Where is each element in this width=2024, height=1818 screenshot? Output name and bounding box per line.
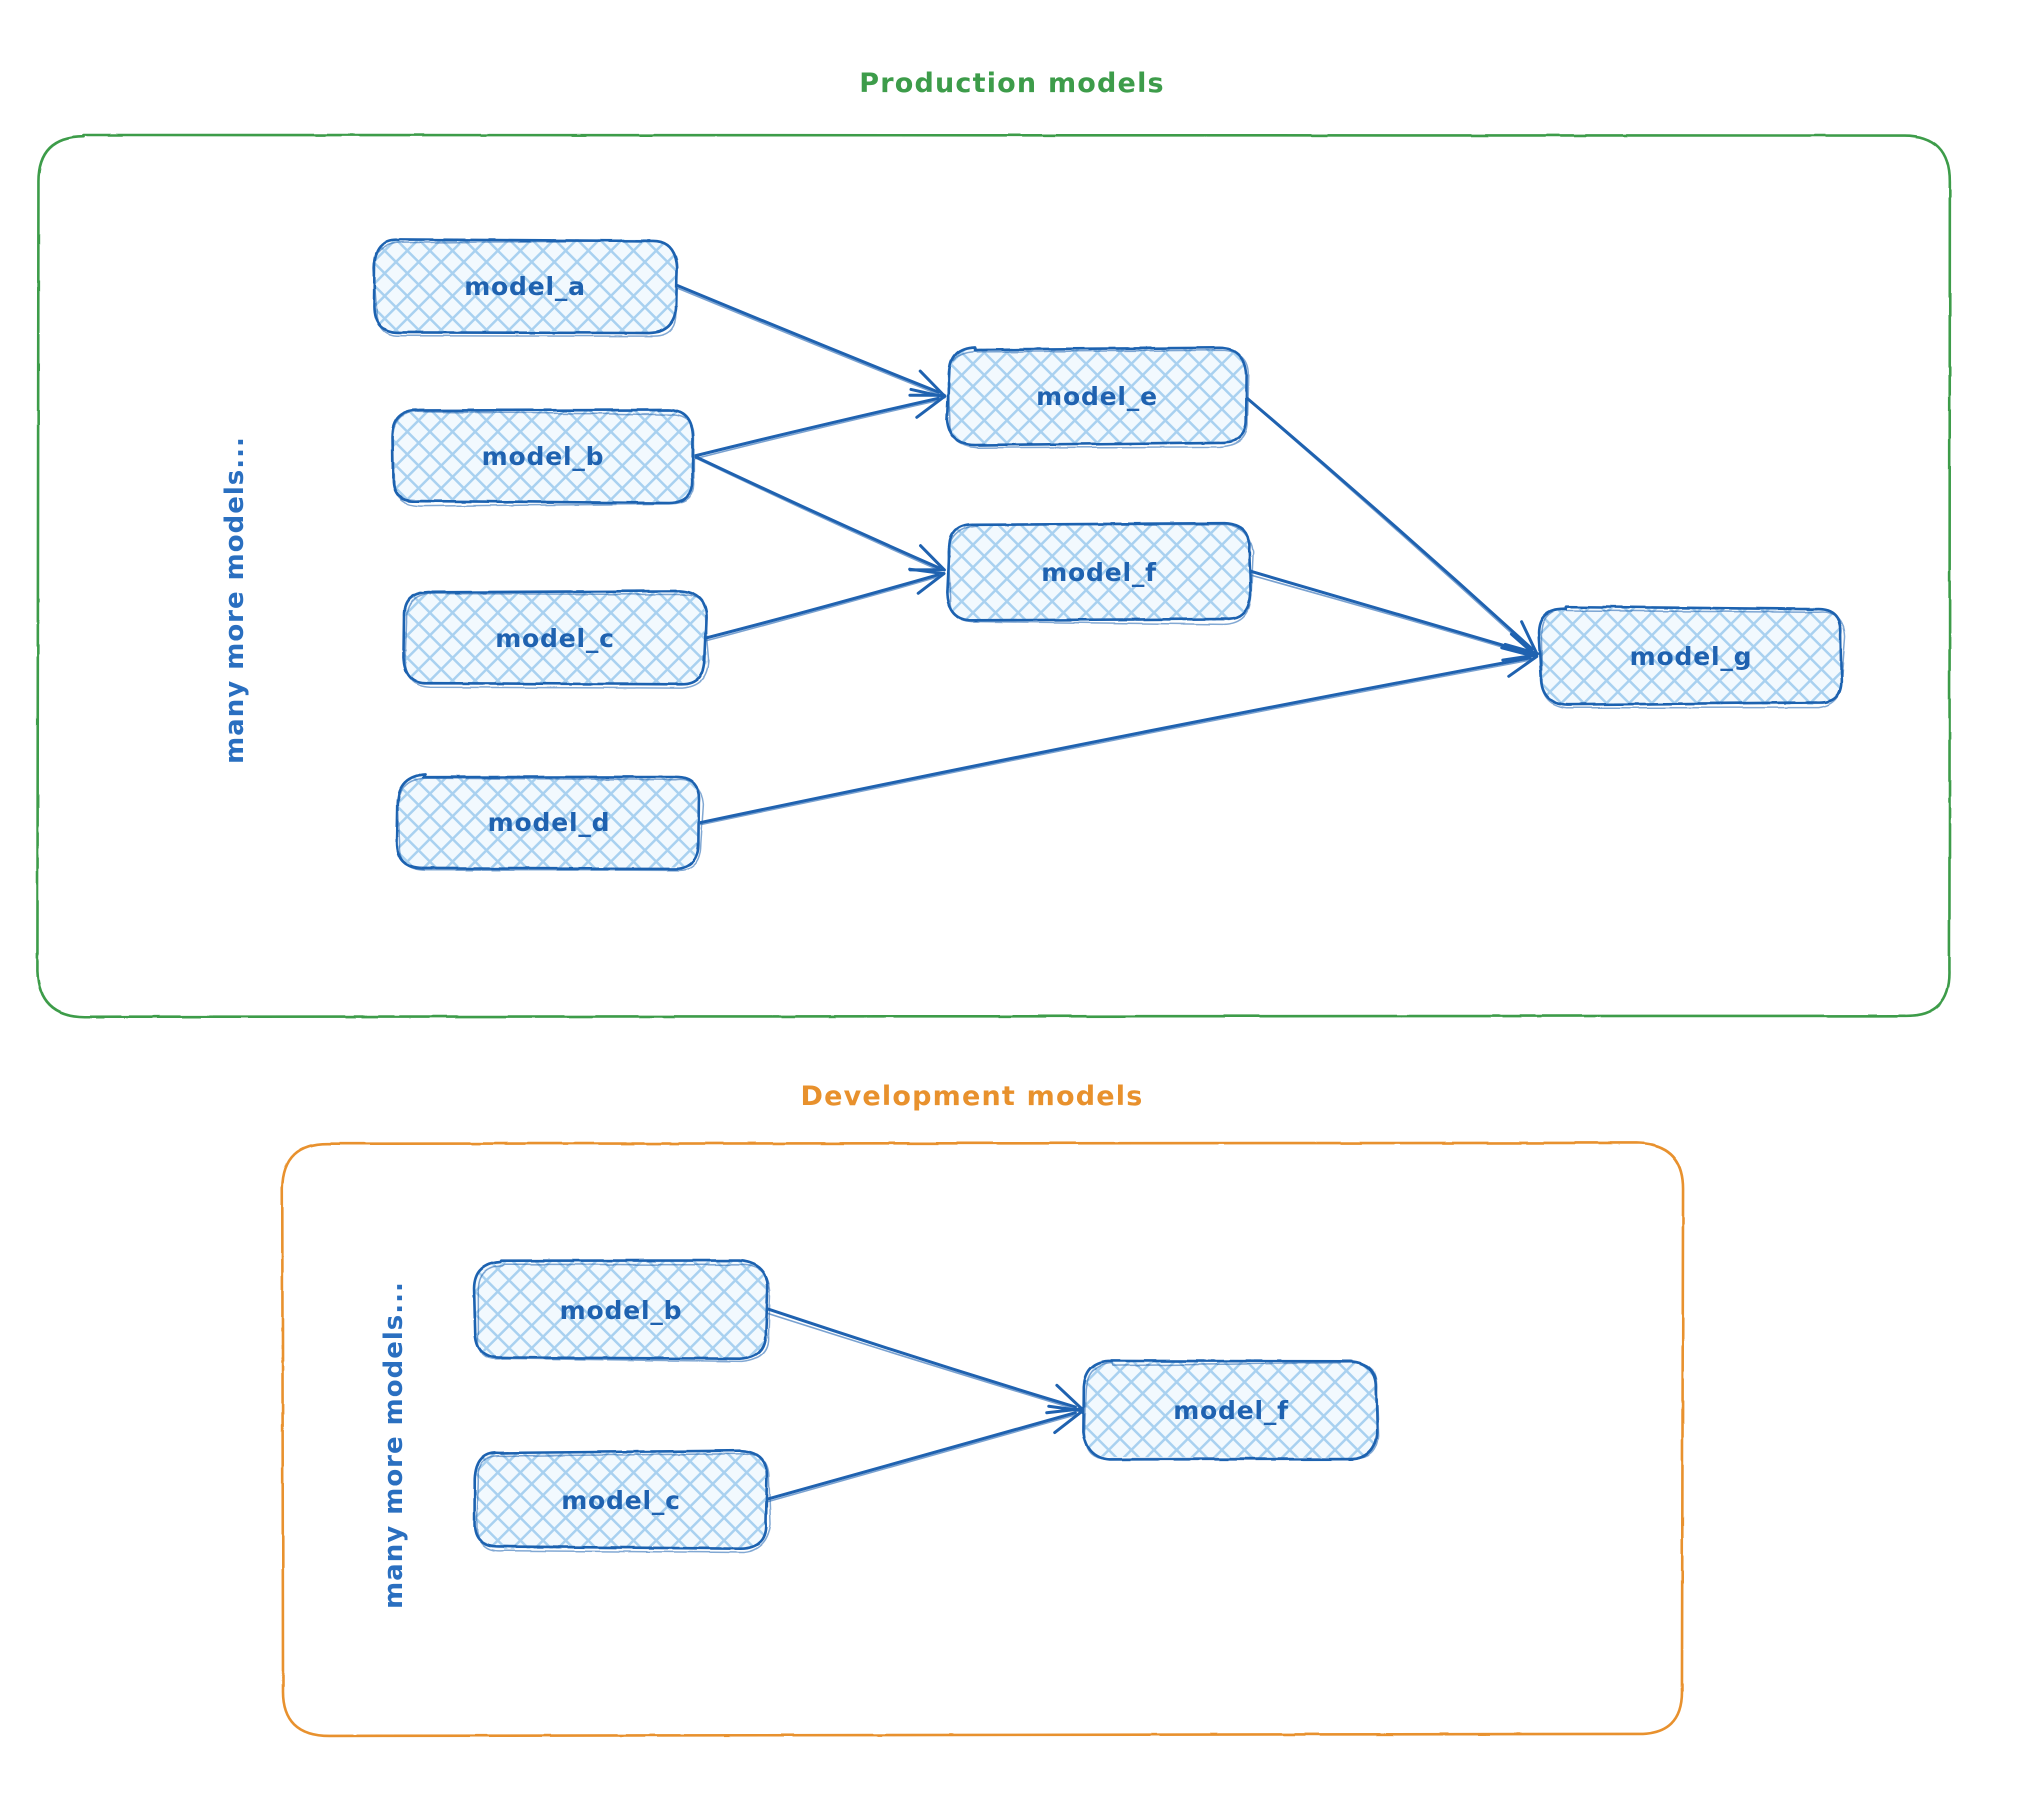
edge-line — [766, 1413, 1077, 1503]
group-container-production — [36, 133, 1952, 1019]
edge-model_e-to-model_g — [1243, 395, 1540, 656]
node-border-sketch — [404, 591, 710, 689]
side-label-production: many more models... — [220, 436, 250, 764]
node-border-sketch — [477, 1263, 771, 1363]
node-label: model_a — [464, 272, 586, 301]
node-label: model_f — [1173, 1396, 1289, 1425]
node-label: model_c — [495, 624, 615, 653]
edge-model_d-to-model_g — [698, 646, 1539, 826]
edge-model_b-to-model_e — [692, 387, 947, 460]
group-title-production: Production models — [859, 68, 1165, 99]
side-label-development: many more models... — [379, 1281, 409, 1609]
arrowhead-stroke — [1053, 1410, 1084, 1435]
arrowhead-stroke — [919, 544, 946, 572]
node-model_a-production[interactable]: model_a — [372, 238, 679, 337]
node-fill — [475, 1452, 767, 1549]
node-model_d-production[interactable]: model_d — [395, 773, 705, 872]
arrowhead-stroke — [1520, 620, 1539, 656]
node-border-sketch — [397, 777, 705, 872]
node-border-sketch — [392, 410, 695, 507]
node-border — [473, 1449, 769, 1550]
edge-model_c-to-model_f — [703, 567, 946, 642]
edge-line — [692, 396, 940, 458]
edge-line — [699, 659, 1532, 826]
edge-line — [675, 286, 939, 395]
node-model_b-development[interactable]: model_b — [472, 1259, 771, 1363]
edge-line — [674, 283, 941, 394]
arrowhead-stroke — [1509, 632, 1538, 657]
edge-line — [1247, 569, 1532, 655]
edges — [674, 283, 1540, 1503]
node-border — [945, 345, 1248, 447]
edge-model_b-to-model_f — [766, 1307, 1084, 1415]
edge-model_b-to-model_f — [692, 454, 946, 572]
edge-line — [1248, 573, 1531, 657]
node-border-sketch — [947, 349, 1250, 449]
edge-line — [766, 1312, 1076, 1410]
node-model_c-production[interactable]: model_c — [402, 589, 710, 689]
arrowhead-stroke — [1500, 646, 1538, 659]
node-model_c-development[interactable]: model_c — [473, 1449, 772, 1554]
edge-model_c-to-model_f — [765, 1404, 1084, 1503]
node-fill — [403, 591, 707, 684]
node-label: model_e — [1036, 382, 1158, 411]
text-labels: Production models many more models... Deve… — [220, 68, 1165, 1609]
edge-line — [698, 656, 1532, 825]
edge-line — [705, 575, 940, 642]
node-model_b-production[interactable]: model_b — [391, 408, 695, 507]
node-fill — [398, 775, 701, 869]
group-border-development — [280, 1141, 1685, 1738]
node-model_f-production[interactable]: model_f — [946, 521, 1254, 626]
node-border-sketch — [372, 239, 679, 337]
node-fill — [474, 1261, 768, 1359]
nodes: model_a model_b model_c model_d model_emodel… — [372, 238, 1846, 1554]
node-model_g-production[interactable]: model_g — [1537, 605, 1846, 709]
arrowhead-stroke — [908, 567, 946, 576]
arrowhead-stroke — [1047, 1404, 1084, 1413]
node-fill — [947, 524, 1251, 621]
node-label: model_f — [1041, 558, 1157, 587]
node-label: model_c — [561, 1486, 681, 1515]
node-label: model_g — [1630, 642, 1753, 671]
edge-line — [693, 399, 940, 460]
edge-model_a-to-model_e — [674, 283, 946, 397]
arrowhead-stroke — [1055, 1383, 1084, 1411]
node-border-sketch — [476, 1453, 772, 1554]
node-model_e-production[interactable]: model_e — [945, 345, 1250, 449]
arrowhead-stroke — [918, 369, 946, 397]
node-label: model_b — [560, 1296, 683, 1325]
node-border-sketch — [1540, 607, 1846, 709]
edge-line — [1244, 396, 1532, 652]
node-border — [1082, 1359, 1379, 1461]
edge-line — [692, 454, 941, 570]
node-label: model_b — [482, 442, 605, 471]
edge-line — [703, 573, 940, 640]
node-fill — [392, 409, 695, 503]
group-border-production — [36, 133, 1952, 1019]
edge-line — [765, 1411, 1077, 1501]
edge-line — [766, 1307, 1077, 1409]
node-fill — [1084, 1362, 1378, 1458]
node-border — [395, 773, 701, 871]
group-container-development — [280, 1141, 1685, 1738]
arrowhead-stroke — [915, 394, 947, 419]
node-fill — [373, 239, 677, 333]
group-title-development: Development models — [801, 1081, 1144, 1112]
arrowhead-stroke — [1507, 655, 1539, 678]
arrowhead-stroke — [909, 387, 946, 399]
node-fill — [1539, 607, 1842, 705]
node-label: model_d — [488, 808, 611, 837]
node-model_f-development[interactable]: model_f — [1082, 1359, 1380, 1461]
node-border-sketch — [1083, 1361, 1380, 1460]
node-border — [1537, 605, 1843, 706]
edge-line — [1243, 395, 1535, 651]
edge-line — [693, 456, 939, 571]
group-containers — [36, 133, 1952, 1738]
arrowhead-stroke — [916, 572, 946, 595]
node-fill — [947, 347, 1247, 445]
node-border-sketch — [947, 523, 1254, 626]
